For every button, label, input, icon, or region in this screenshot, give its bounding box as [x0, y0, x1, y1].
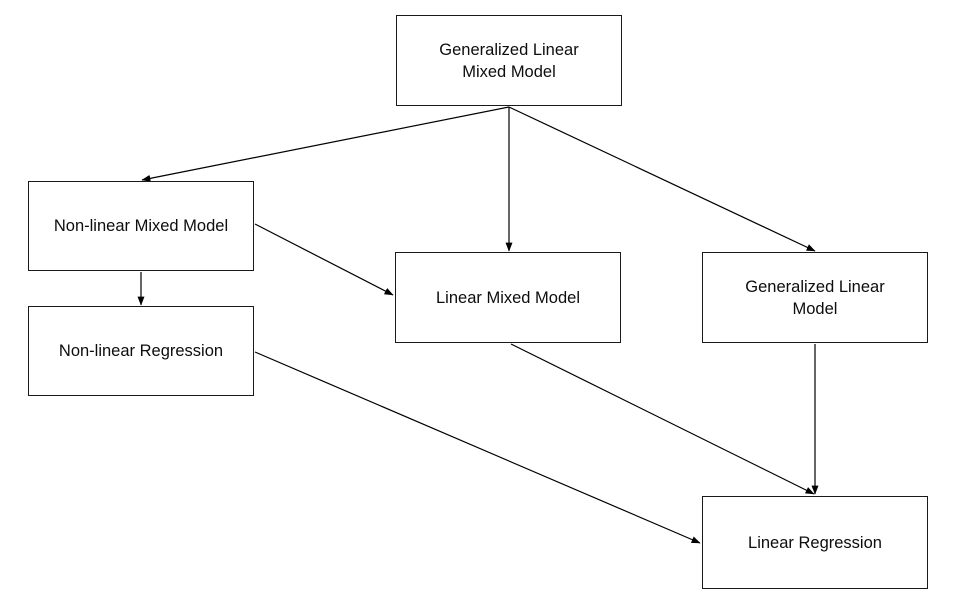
edge-glmm-to-nlmm	[141, 106, 510, 182]
node-label: Non-linear Mixed Model	[53, 217, 229, 235]
edge-nlreg-to-lreg	[254, 351, 701, 544]
edge-lmm-to-lreg	[510, 343, 815, 495]
node-generalized-linear-mixed-model[interactable]: Generalized Linear Mixed Model	[396, 15, 622, 106]
edge-nlmm-to-lmm	[254, 223, 394, 296]
node-generalized-linear-model[interactable]: Generalized Linear Model	[702, 252, 928, 343]
node-label: Generalized Linear Model	[745, 277, 885, 318]
edge-glmm-to-glm	[508, 106, 816, 252]
edge-lines	[137, 106, 819, 544]
node-non-linear-mixed-model[interactable]: Non-linear Mixed Model	[28, 181, 254, 271]
node-label: Linear Regression	[748, 533, 882, 552]
node-non-linear-regression[interactable]: Non-linear Regression	[28, 306, 254, 396]
node-linear-mixed-model[interactable]: Linear Mixed Model	[395, 252, 621, 343]
node-label: Generalized Linear Mixed Model	[439, 40, 579, 81]
node-label: Linear Mixed Model	[436, 288, 580, 307]
node-linear-regression[interactable]: Linear Regression	[702, 496, 928, 589]
node-label: Non-linear Regression	[58, 342, 224, 360]
